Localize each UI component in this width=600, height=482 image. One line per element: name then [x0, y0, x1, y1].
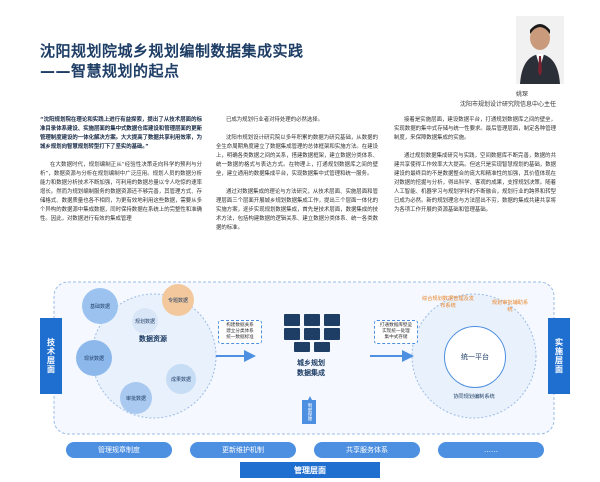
unified-platform: 统一平台: [444, 326, 506, 388]
article-title: 沈阳规划院城乡规划编制数据集成实践: [40, 42, 304, 60]
database-icon: [284, 314, 340, 352]
tech-layer-band: 技术层面: [40, 318, 62, 394]
support-label: 制度保障: [302, 400, 316, 424]
node-planning-data: 规划数据: [132, 308, 158, 334]
author-affiliation: 沈阳市规划设计研究院信息中心主任: [460, 101, 557, 108]
paragraph: 已成为规划行业者对待处理的必然选择。: [226, 117, 324, 123]
collab-system-label: 协同规划编制系统: [453, 394, 495, 400]
paragraph: 在大数据时代，规划编制正从“经验性决策走向科学的预判与分析”，数据资源与分析在规…: [40, 162, 202, 222]
paragraph: 接着是实施层面，建设数据平台，打通规划数据库之间的壁垒，实现数据的集中式存储与统…: [394, 117, 556, 141]
author-photo: [516, 16, 564, 84]
pill-sharing-service: 共享服务体系: [314, 442, 420, 458]
paragraph: 通过规划数据集成研究与实践，空间数据库不断完善，数据的共建共享使得工作效率大大提…: [394, 153, 556, 213]
tech-note: 构建数据关系 建立分类体系 统一数据标准: [218, 320, 262, 344]
approval-system-label: 规划审批辅助系统: [491, 300, 529, 313]
text-column-1: “沈阳规划院在理论和实践上进行有益探索，提出了从技术层面的标准目录体系建设、实施…: [40, 116, 202, 233]
paragraph: 通过对数据集成的理论与方法研究，从技术层面、实施层面和管理层面三个层面开展城乡规…: [216, 189, 378, 231]
center-integration-label: 城乡规划 数据集成: [297, 359, 325, 377]
author-name: 姚琛: [516, 91, 529, 98]
article-subtitle: ——智慧规划的起点: [40, 62, 180, 80]
text-column-2: 已成为规划行业者对待处理的必然选择。 沈阳市规划设计研究院以多年积累的数据为研究…: [216, 116, 378, 242]
pill-more: ……: [438, 442, 544, 458]
pill-update-mechanism: 更新维护机制: [190, 442, 296, 458]
author-portrait-icon: [520, 24, 560, 84]
lead-quote: “沈阳规划院在理论和实践上进行有益探索，提出了从技术层面的标准目录体系建设、实施…: [40, 117, 202, 150]
framework-diagram: 技术层面 实施层面 数据资源 基础数据 专题数据 成果数据 现状数据 规划数据 …: [40, 278, 570, 478]
publish-system-label: 综合规划数据管理及发布系统: [422, 296, 474, 309]
node-approval-data: 审批数据: [120, 382, 152, 414]
implementation-note: 打通数据库壁垒 实现统一处理 集中式存储: [374, 320, 418, 344]
node-status-data: 现状数据: [76, 340, 112, 376]
implementation-layer-band: 实施层面: [548, 318, 570, 394]
node-basic-data: 基础数据: [82, 288, 118, 324]
management-layer-band: 管理层面: [240, 462, 380, 478]
node-thematic-data: 专题数据: [162, 284, 194, 316]
data-resources-label: 数据资源: [139, 335, 167, 343]
node-result-data: 成果数据: [166, 364, 196, 394]
text-column-3: 接着是实施层面，建设数据平台，打通规划数据库之间的壁垒，实现数据的集中式存储与统…: [394, 116, 556, 224]
pill-management-rules: 管理规章制度: [66, 442, 172, 458]
paragraph: 沈阳市规划设计研究院以多年积累的数据为研究基础，从数据的全生命周期角度建立了数据…: [216, 135, 378, 177]
